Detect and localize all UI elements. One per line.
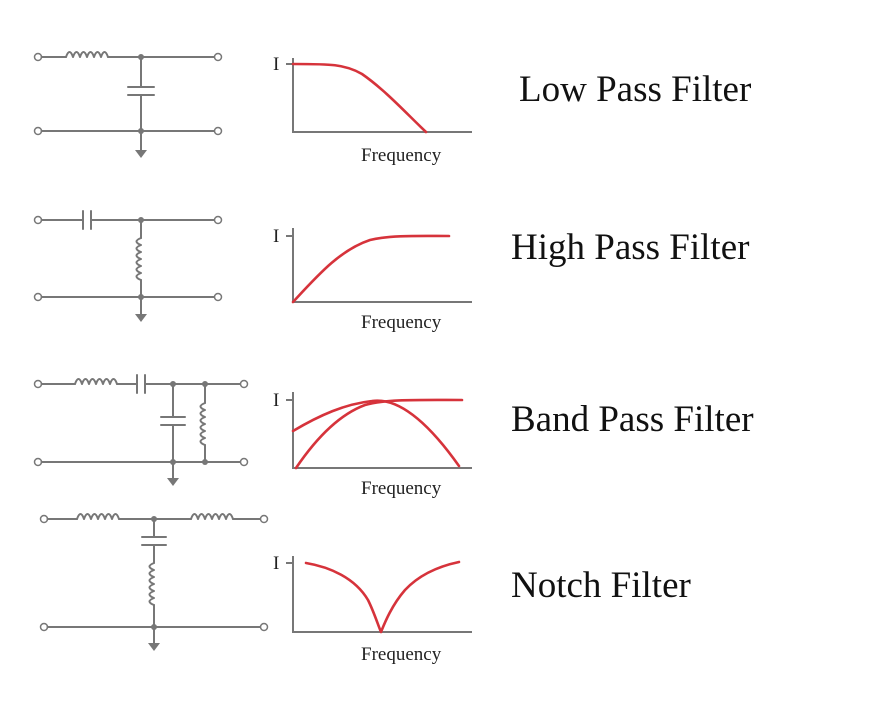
notch-graph: I Frequency [273,553,472,665]
high-pass-x-label: Frequency [361,312,442,333]
band-pass-lowpass-curve [291,399,461,468]
low-pass-circuit [33,51,223,158]
band-pass-graph: I Frequency [273,390,472,499]
low-pass-filter-label: Low Pass Filter [519,69,752,110]
low-pass-graph: I Frequency [273,54,472,166]
low-pass-curve [291,62,428,134]
band-pass-y-label: I [273,390,279,411]
high-pass-filter-label: High Pass Filter [511,227,750,268]
high-pass-circuit [33,210,223,322]
low-pass-y-label: I [273,54,279,75]
high-pass-graph: I Frequency [273,226,472,333]
notch-x-label: Frequency [361,644,442,665]
notch-filter-label: Notch Filter [511,565,691,606]
low-pass-x-label: Frequency [361,145,442,166]
notch-circuit [39,513,269,651]
high-pass-y-label: I [273,226,279,247]
band-pass-filter-label: Band Pass Filter [511,399,754,440]
high-pass-curve [291,234,451,304]
band-pass-x-label: Frequency [361,478,442,499]
band-pass-highpass-curve [294,398,464,470]
notch-y-label: I [273,553,279,574]
band-pass-circuit [33,374,249,486]
notch-curve [304,560,461,634]
